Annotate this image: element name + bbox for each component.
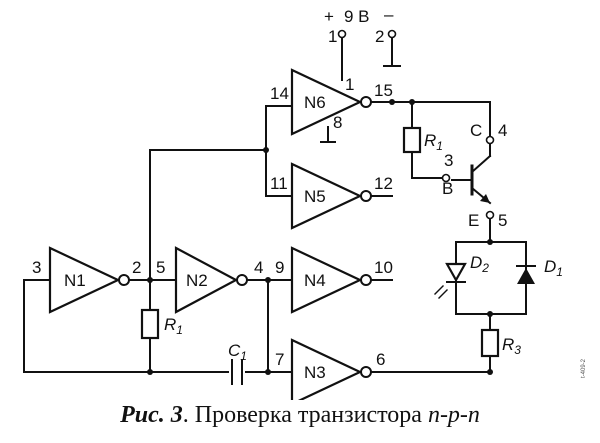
gate-n6 [290,68,372,136]
terminal-1: 1 [328,27,337,46]
gate-n1 [48,246,130,314]
terminal-2: 2 [375,27,384,46]
side-code: t-409-2 [581,358,587,378]
terminal-c: C [470,121,482,140]
pin-10: 10 [374,258,393,277]
label-r1-upper: R1 [424,131,443,153]
pin-12: 12 [374,174,393,193]
pin-4: 4 [254,258,263,277]
label-r1-lower: R1 [164,315,183,337]
label-d1: D1 [544,257,563,279]
supply-voltage: 9 В [344,7,370,26]
led-d2 [434,262,467,299]
pin-9: 9 [275,258,284,277]
pin-1: 1 [345,75,354,94]
gate-label-n1: N1 [64,271,86,290]
resistor-r1-lower [140,308,160,340]
pin-3: 3 [32,258,41,277]
gate-n4 [290,246,372,314]
pin-14: 14 [270,84,289,103]
gate-n3 [290,338,372,400]
caption-type: n-p-n [427,402,480,428]
gate-label-n2: N2 [186,271,208,290]
diode-d1 [516,265,536,284]
gate-label-n5: N5 [304,187,326,206]
gate-n2 [174,246,248,314]
pin-7: 7 [275,350,284,369]
pin-5: 5 [156,258,165,277]
gate-label-n3: N3 [304,363,326,382]
pin-2: 2 [132,258,141,277]
gate-label-n4: N4 [304,271,326,290]
resistor-r3 [480,328,500,358]
junction-dots [147,99,493,375]
pin-11: 11 [270,174,288,193]
terminal-5: 5 [498,211,507,230]
terminal-b: B [442,179,453,198]
capacitor-c1 [231,359,243,385]
label-d2: D2 [470,253,489,275]
figure-caption: Рис. 3. Проверка транзистора n-p-n [0,402,600,429]
pin-8: 8 [333,113,342,132]
caption-lead: Рис. 3 [120,402,183,428]
supply-minus: – [384,5,394,24]
schematic: + 9 В – N1 N2 N4 N3 N5 N6 1 2 3 4 5 6 7 … [23,5,563,400]
resistor-r1-upper [402,126,422,154]
supply-plus: + [324,7,334,26]
gate-label-n6: N6 [304,93,326,112]
gate-n5 [290,162,372,230]
terminal-4: 4 [498,121,507,140]
caption-text: . Проверка транзистора [182,402,428,428]
transistor-symbol [451,144,492,205]
label-r3: R3 [502,335,521,357]
pin-6: 6 [376,350,385,369]
terminal-e: E [468,211,479,230]
label-c1: C1 [228,341,247,363]
pin-15: 15 [374,81,393,100]
terminals [337,29,495,220]
terminal-3: 3 [444,151,453,170]
